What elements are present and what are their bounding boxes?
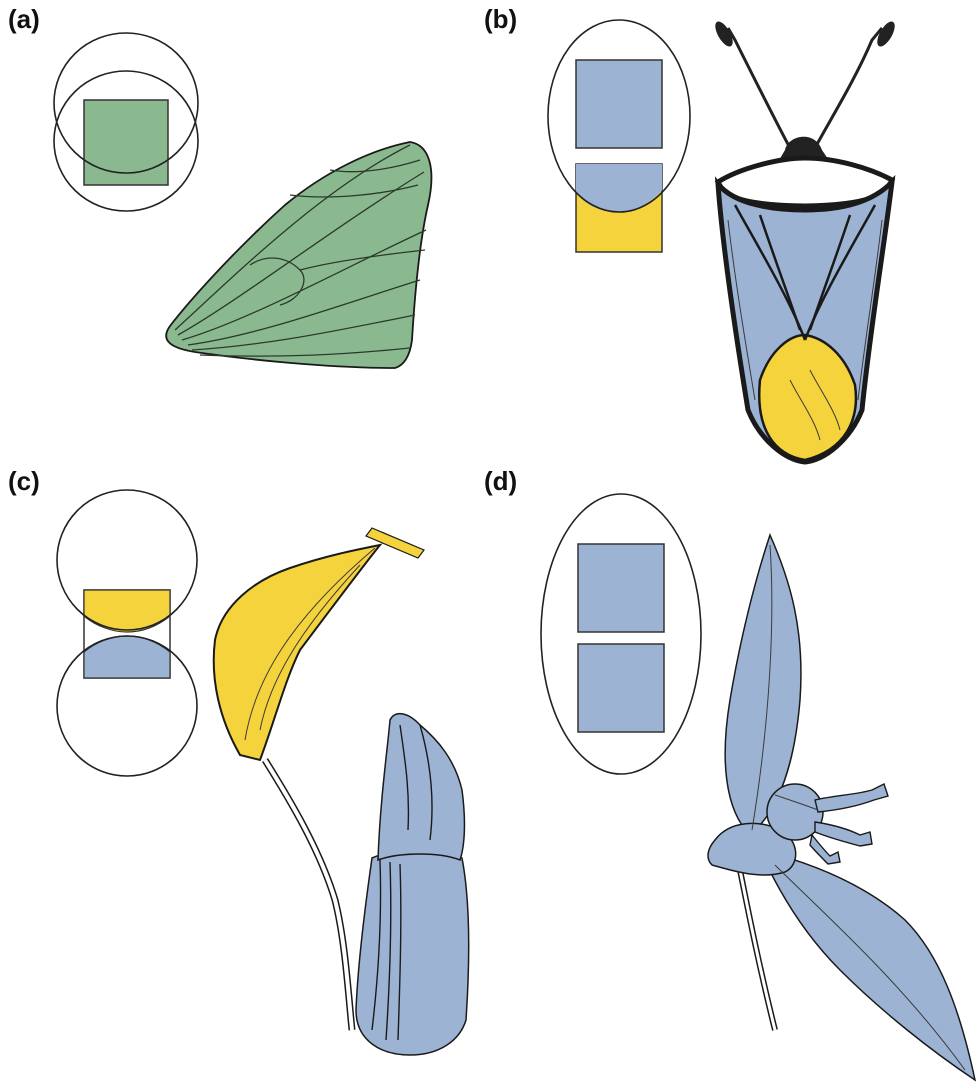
- schematic-d: [541, 494, 701, 774]
- bug-antenna-left: [728, 28, 790, 148]
- pitcher-tendril-inner: [265, 760, 352, 1030]
- flower-lower-leaf: [760, 850, 975, 1080]
- flower-stem-inner: [740, 870, 775, 1030]
- pitcher-tendril: [265, 760, 352, 1030]
- flower-plant: [708, 535, 975, 1080]
- schematic-square-blue-top: [576, 60, 662, 148]
- schematic-square-blue-bottom: [578, 644, 664, 732]
- flower-stamen: [815, 784, 888, 812]
- pitcher-leaf-yellow-tip: [366, 528, 424, 558]
- schematic-c: [57, 490, 197, 776]
- panel-b: [548, 19, 898, 462]
- shield-bug: [712, 19, 898, 462]
- panel-c: [57, 490, 469, 1055]
- butterfly-wing: [166, 142, 431, 368]
- schematic-b: [548, 20, 690, 252]
- schematic-yellow-half: [84, 590, 170, 632]
- flower-stamen: [815, 822, 872, 846]
- pitcher-lid-blue: [378, 714, 464, 860]
- pitcher-plant: [214, 528, 469, 1055]
- pitcher-leaf-yellow: [214, 545, 380, 760]
- panel-a: [54, 33, 431, 368]
- schematic-square-blue-top: [578, 544, 664, 632]
- panel-d: [541, 494, 975, 1080]
- schematic-a: [54, 33, 198, 211]
- bug-antenna-right: [815, 28, 882, 148]
